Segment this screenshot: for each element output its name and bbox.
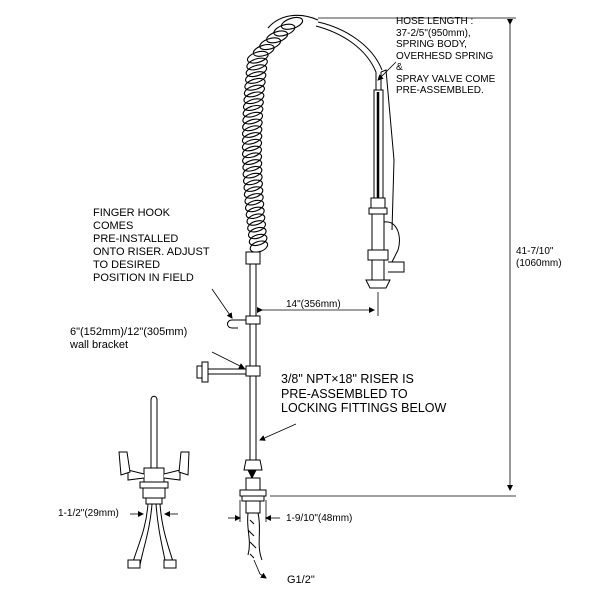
finger-hook (227, 315, 261, 329)
hose-length-line: SPRING BODY, (396, 39, 467, 50)
spring-loop (246, 50, 269, 64)
finger-hook-note: FINGER HOOK COMES PRE-INSTALLED ONTO RIS… (93, 207, 210, 285)
finger-hook-line: POSITION IN FIELD (93, 272, 194, 284)
spring-loop (243, 91, 265, 105)
hose-length-line: & (396, 62, 403, 73)
riser-line: PRE-ASSEMBLED TO (281, 386, 408, 401)
leader-lines (211, 61, 397, 579)
riser-pipe (245, 251, 261, 460)
spring-loop (280, 16, 304, 30)
spring-loop (241, 132, 263, 145)
hose-length-note: HOSE LENGTH : 37-2/5"(950mm), SPRING BOD… (396, 16, 495, 97)
base-width-dimension: 1-9/10"(48mm) (286, 513, 353, 524)
faucet-center-dimension: 1-1/2"(29mm) (58, 508, 119, 519)
riser-line: LOCKING FITTINGS BELOW (281, 401, 447, 415)
spring-loop (243, 179, 263, 192)
spring-loop (246, 57, 268, 71)
hose-length-line: SPRAY VALVE COME (396, 73, 496, 85)
spring-loop (245, 206, 265, 219)
spring-loop (241, 138, 263, 152)
spring-loop (245, 71, 267, 84)
spring-coil (241, 14, 319, 253)
hose-length-line: OVERHESD SPRING (396, 50, 494, 62)
spring-loop (244, 193, 264, 206)
spring-loop (242, 165, 263, 179)
spring-loop (247, 220, 267, 233)
spring-loop (252, 43, 275, 57)
connection-dimension: G1/2" (287, 574, 315, 586)
overhead-hose (317, 21, 383, 71)
spring-loop (245, 64, 268, 78)
finger-hook-line: ONTO RISER. ADJUST (93, 246, 210, 258)
spring-loop (244, 199, 265, 213)
hose-length-line: HOSE LENGTH : (396, 16, 474, 27)
spray-valve (365, 69, 405, 289)
spring-loop (247, 226, 267, 240)
spring-loop (242, 111, 264, 125)
spring-loop (242, 98, 264, 111)
total-height-line: (1060mm) (516, 257, 562, 269)
base-fittings (239, 459, 267, 561)
spring-loop (248, 233, 268, 247)
spring-loop (241, 145, 263, 159)
spring-loop (266, 30, 289, 44)
finger-hook-line: FINGER HOOK (93, 207, 171, 219)
wall-bracket-line: 6"(152mm)/12"(305mm) (70, 326, 188, 338)
spring-loop (242, 125, 263, 138)
spring-loop (242, 118, 263, 132)
wall-bracket-note: 6"(152mm)/12"(305mm) wall bracket (70, 326, 187, 352)
spring-loop (242, 159, 263, 172)
hose-length-line: PRE-ASSEMBLED. (396, 85, 484, 96)
total-height-dimension: 41-7/10" (1060mm) (516, 246, 562, 269)
hose-length-line: 37-2/5"(950mm), (396, 27, 471, 39)
spring-loop (242, 172, 263, 186)
spring-loop (244, 77, 266, 91)
spring-loop (243, 84, 265, 98)
mixing-faucet (118, 395, 190, 569)
reach-dimension: 14"(356mm) (286, 299, 341, 310)
spring-loop (249, 240, 269, 253)
riser-line: 3/8" NPT×18" RISER IS (281, 372, 414, 386)
spring-loop (259, 37, 282, 51)
wall-bracket (196, 361, 261, 383)
spring-loop (243, 186, 264, 199)
spring-loop (242, 104, 264, 118)
spring-top-curl (267, 14, 319, 29)
riser-note: 3/8" NPT×18" RISER IS PRE-ASSEMBLED TO L… (281, 372, 446, 416)
dimension-lines (130, 17, 516, 522)
finger-hook-line: PRE-INSTALLED (93, 233, 179, 245)
overhead-hose-inner (315, 25, 377, 73)
finger-hook-line: TO DESIRED (93, 259, 161, 271)
total-height-line: 41-7/10" (516, 246, 554, 257)
spring-loop (246, 213, 266, 226)
wall-bracket-line: wall bracket (70, 339, 129, 351)
spring-loop (273, 23, 296, 37)
finger-hook-line: COMES (93, 220, 134, 232)
spring-loop (242, 152, 263, 165)
